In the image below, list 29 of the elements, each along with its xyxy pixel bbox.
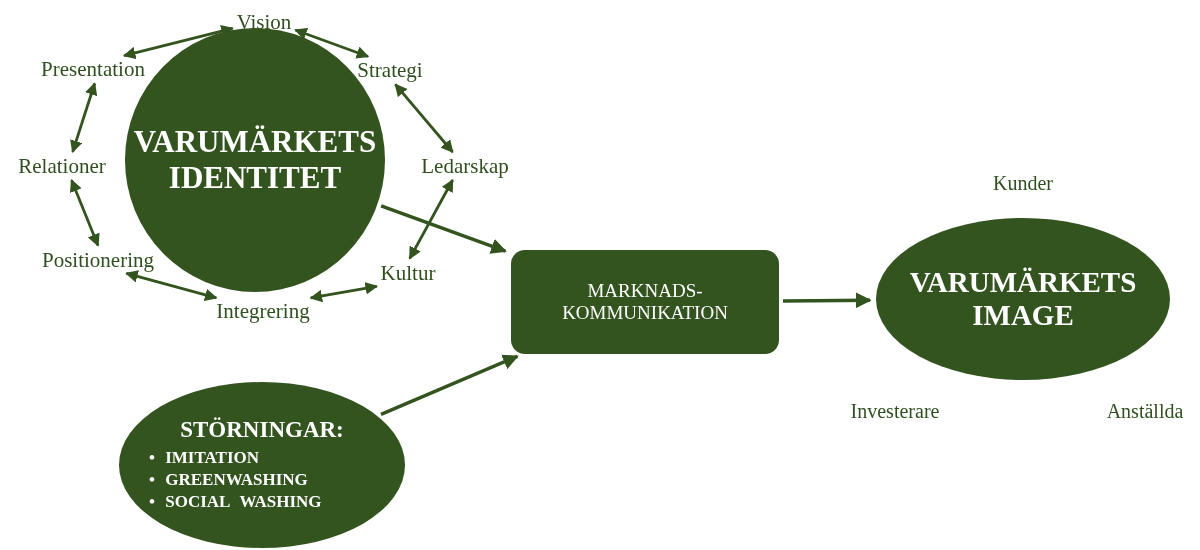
- arrow: [380, 354, 519, 416]
- concept-label: Strategi: [357, 57, 423, 83]
- list-item: • GREENWASHING: [149, 469, 309, 492]
- box-label: MARKNADS- KOMMUNIKATION: [561, 280, 729, 324]
- arrow: [408, 178, 454, 260]
- arrow: [294, 27, 370, 59]
- list-item: • IMITATION: [149, 447, 261, 470]
- arrow: [380, 204, 507, 254]
- concept-label: Kultur: [380, 260, 436, 286]
- node-label: VARUMÄRKETS IMAGE: [908, 265, 1138, 333]
- arrow: [394, 83, 454, 153]
- arrow: [122, 25, 234, 60]
- concept-label: Vision: [236, 9, 292, 35]
- arrow: [309, 282, 378, 303]
- arrow: [70, 82, 98, 154]
- arrow: [783, 292, 872, 309]
- heading: STÖRNINGAR:: [180, 416, 344, 444]
- node-label: VARUMÄRKETS IDENTITET: [132, 124, 378, 196]
- list-item: • SOCIAL WASHING: [149, 491, 322, 514]
- concept-label: Ledarskap: [421, 153, 509, 179]
- audience-label: Kunder: [993, 171, 1053, 195]
- audience-label: Investerare: [850, 399, 940, 423]
- concept-label: Presentation: [41, 56, 145, 82]
- arrow: [70, 179, 100, 247]
- audience-label: Anställda: [1106, 399, 1184, 423]
- concept-label: Relationer: [18, 153, 106, 179]
- concept-label: Positionering: [42, 247, 154, 273]
- arrow: [125, 270, 218, 302]
- concept-label: Integrering: [216, 298, 310, 324]
